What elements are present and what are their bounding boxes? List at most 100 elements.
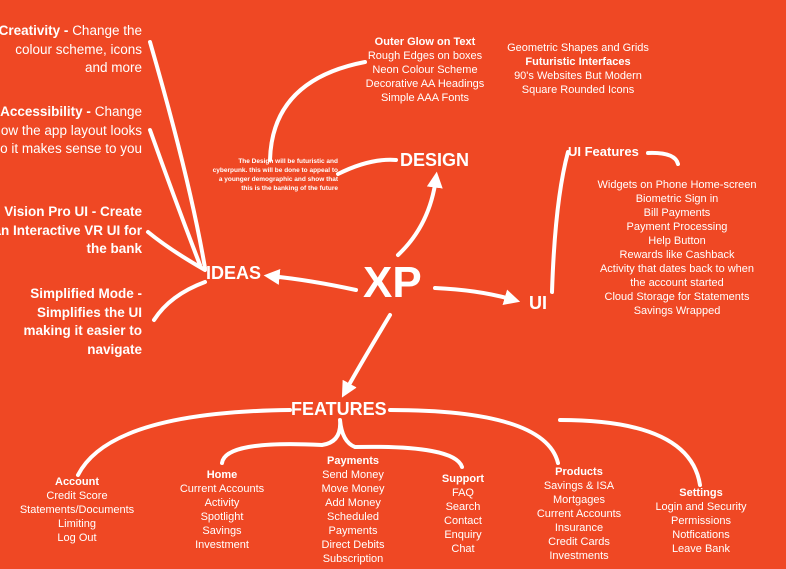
list-item: Neon Colour Scheme [372, 64, 478, 76]
list-title: Futuristic Interfaces [525, 56, 631, 68]
node-features: FEATURES [291, 399, 387, 419]
list-item: Current Accounts [179, 483, 265, 495]
feature-title: Payments [327, 455, 379, 467]
list-item: Rewards like Cashback [619, 249, 735, 261]
node-ui: UI [529, 293, 547, 313]
feature-title: Settings [679, 487, 723, 499]
feature-settings: Settings Login and Security Permissions … [646, 486, 756, 556]
list-item: Permissions [671, 515, 731, 527]
idea-title: Accessibility - [0, 104, 91, 119]
idea-body: Simplifies the UI making it easier to na… [23, 304, 142, 357]
idea-vision-pro: Vision Pro UI - Create an Interactive VR… [0, 203, 142, 259]
feature-title: Products [555, 466, 603, 478]
list-item: Leave Bank [671, 543, 731, 555]
list-item: Current Accounts [536, 508, 622, 520]
idea-body: Change the colour scheme, icons and more [15, 23, 142, 75]
list-item: Insurance [554, 522, 604, 534]
list-item: Move Money [321, 483, 385, 495]
ui-features-list: Widgets on Phone Home-screen Biometric S… [587, 178, 767, 318]
list-item: Widgets on Phone Home-screen [597, 179, 757, 191]
feature-products: Products Savings & ISA Mortgages Current… [524, 465, 634, 563]
idea-line-2 [148, 128, 202, 267]
idea-line-3 [146, 230, 207, 272]
idea-line-4 [152, 280, 207, 322]
list-item: Rough Edges on boxes [367, 50, 483, 62]
list-item: the account started [630, 277, 724, 289]
design-link-line [336, 157, 398, 176]
list-item: Subscription [322, 553, 384, 565]
design-list-2: Geometric Shapes and Grids Futuristic In… [500, 41, 656, 97]
list-item: Enquiry [444, 529, 482, 541]
list-item: Geometric Shapes and Grids [507, 42, 649, 54]
list-item: Contact [444, 515, 482, 527]
features-right-line [388, 408, 560, 465]
idea-line-1 [148, 40, 207, 270]
feature-payments: Payments Send Money Move Money Add Money… [308, 454, 398, 566]
ui-features-title: UI Features [568, 144, 639, 159]
features-settings-line [558, 418, 702, 487]
idea-title: Simplified Mode - [30, 286, 142, 301]
xp-to-ui-arrow [433, 286, 521, 305]
list-item: Mortgages [553, 494, 605, 506]
center-xp: XP [363, 258, 422, 307]
list-item: Credit Score [46, 490, 108, 502]
list-item: Savings [202, 525, 242, 537]
list-item: Login and Security [655, 501, 747, 513]
list-item: Investments [549, 550, 609, 562]
features-left-line [76, 408, 292, 477]
idea-title: Creativity - [0, 23, 69, 38]
list-item: Biometric Sign in [635, 193, 719, 205]
design-outer-line [268, 60, 367, 162]
list-item: Payments [328, 525, 378, 537]
list-item: Notfications [672, 529, 730, 541]
list-item: Activity that dates back to when [599, 263, 755, 275]
xp-to-features-arrow [341, 313, 392, 398]
list-item: Simple AAA Fonts [380, 92, 470, 104]
design-note: The Design will be futuristic and cyberp… [212, 158, 338, 192]
list-item: Limiting [58, 518, 96, 530]
idea-simplified-mode: Simplified Mode - Simplifies the UI maki… [0, 285, 142, 359]
list-item: Cloud Storage for Statements [604, 291, 750, 303]
xp-to-ideas-arrow [263, 268, 358, 292]
idea-accessibility: Accessibility - Change how the app layou… [0, 103, 142, 159]
list-item: Send Money [322, 469, 384, 481]
xp-to-design-arrow [396, 171, 443, 257]
idea-title: Vision Pro UI - [4, 204, 97, 219]
feature-home: Home Current Accounts Activity Spotlight… [167, 468, 277, 552]
list-item: Scheduled [327, 511, 379, 523]
feature-account: Account Credit Score Statements/Document… [12, 475, 142, 545]
list-item: Search [445, 501, 481, 513]
feature-title: Home [206, 469, 238, 481]
ui-features-hook [646, 150, 680, 166]
list-item: Statements/Documents [19, 504, 135, 516]
list-item: Log Out [57, 532, 97, 544]
list-item: FAQ [451, 487, 474, 499]
list-item: Chat [451, 543, 475, 555]
list-item: Decorative AA Headings [365, 78, 485, 90]
list-item: Credit Cards [548, 536, 610, 548]
list-item: Bill Payments [643, 207, 711, 219]
node-ideas: IDEAS [206, 263, 262, 283]
list-item: Savings & ISA [543, 480, 615, 492]
ui-features-line [550, 150, 570, 294]
list-item: Square Rounded Icons [521, 84, 635, 96]
idea-body: Create an Interactive VR UI for the bank [0, 204, 142, 256]
list-item: Payment Processing [626, 221, 728, 233]
list-item: 90's Websites But Modern [514, 70, 642, 82]
feature-title: Support [441, 473, 485, 485]
list-item: Add Money [325, 497, 381, 509]
list-item: Activity [204, 497, 240, 509]
list-item: Savings Wrapped [633, 305, 721, 317]
list-item: Investment [195, 539, 249, 551]
features-brace [220, 418, 464, 469]
idea-creativity: Creativity - Change the colour scheme, i… [0, 22, 142, 78]
list-item: Help Button [648, 235, 706, 247]
list-item: Spotlight [200, 511, 244, 523]
idea-body: Change how the app layout looks so it ma… [0, 104, 142, 156]
feature-support: Support FAQ Search Contact Enquiry Chat [428, 472, 498, 556]
feature-title: Account [55, 476, 99, 488]
list-title: Outer Glow on Text [374, 36, 476, 48]
list-item: Direct Debits [321, 539, 385, 551]
design-list-1: Outer Glow on Text Rough Edges on boxes … [355, 35, 495, 105]
